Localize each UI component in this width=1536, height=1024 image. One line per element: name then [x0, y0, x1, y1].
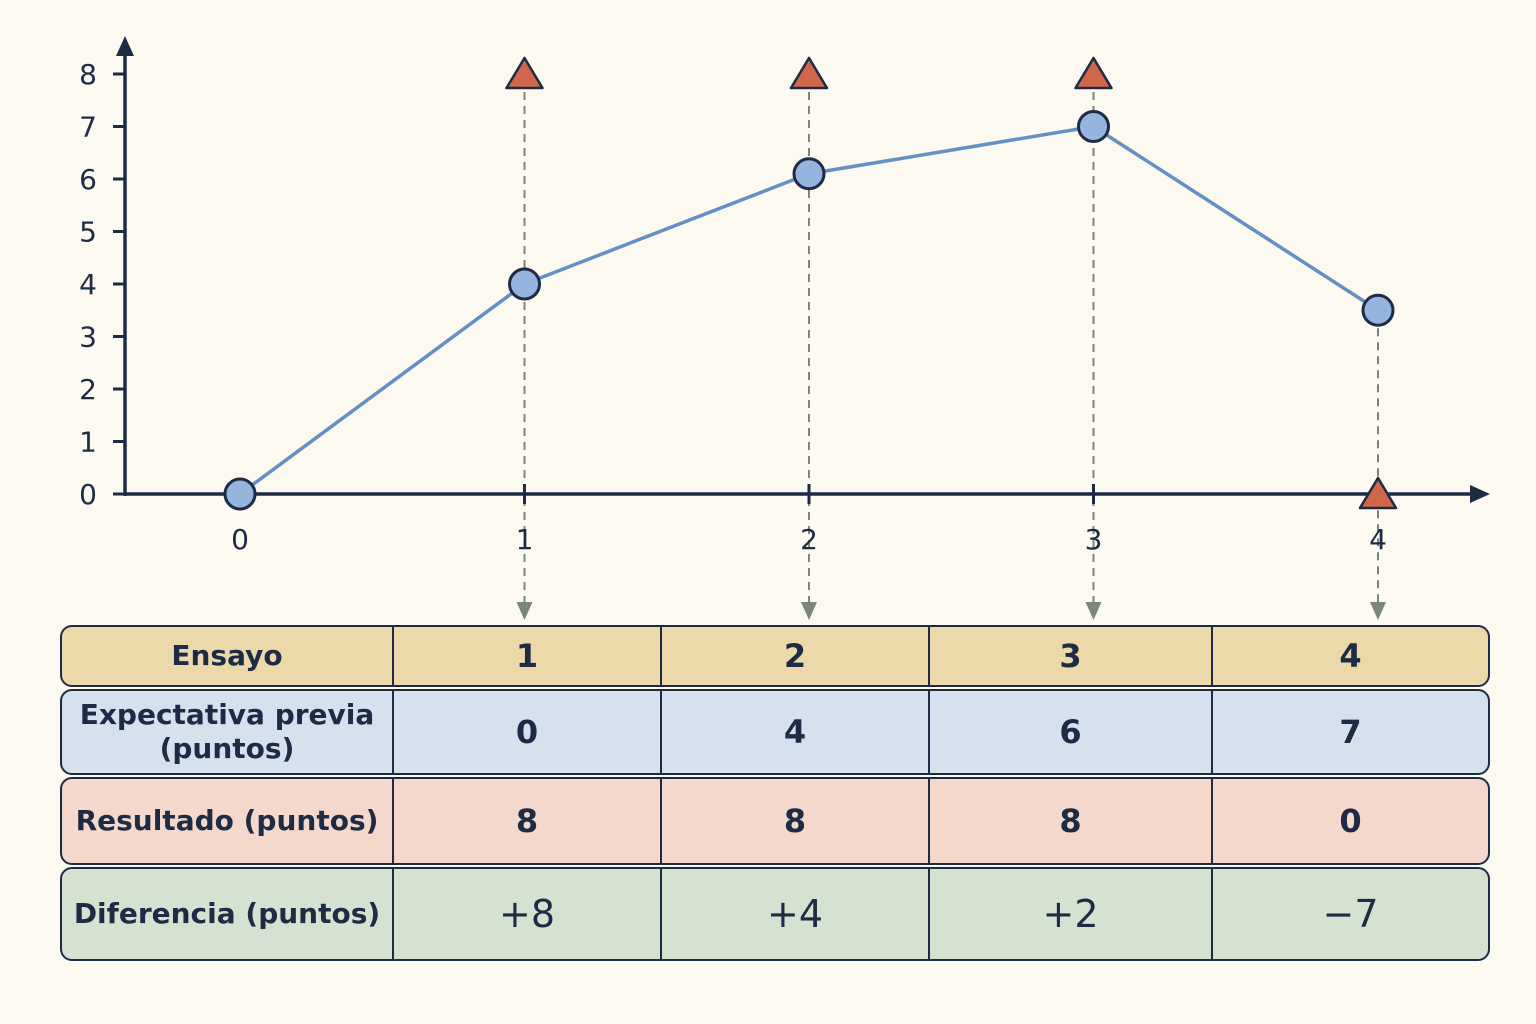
table-cell: +4 — [660, 869, 928, 959]
x-tick-label: 3 — [1085, 523, 1103, 556]
x-tick-label: 4 — [1369, 523, 1387, 556]
table-cell: +8 — [392, 869, 660, 959]
result-triangle-marker — [505, 56, 544, 90]
expectation-series — [223, 110, 1395, 511]
result-triangle-marker — [1074, 56, 1113, 90]
x-tick-label: 2 — [800, 523, 818, 556]
table-cell: 0 — [1211, 779, 1488, 863]
table-cell: 8 — [928, 779, 1211, 863]
axes: 0 1 2 3 4 5 6 7 8 0 1 2 3 4 — [79, 36, 1490, 556]
expectation-point — [223, 477, 257, 511]
result-series — [505, 56, 1398, 510]
table-cell: 1 — [392, 627, 660, 685]
row-label: Resultado (puntos) — [75, 804, 379, 838]
row-label: Expectativa previa (puntos) — [79, 698, 375, 765]
table-row-diferencia: Diferencia (puntos) +8 +4 +2 −7 — [60, 867, 1490, 961]
connector-arrowhead — [1085, 602, 1102, 620]
table-cell: 4 — [660, 691, 928, 773]
y-tick-label: 0 — [79, 478, 97, 511]
connector-arrowhead — [1370, 602, 1386, 620]
x-axis-arrowhead — [1470, 485, 1490, 503]
expectation-point — [1077, 110, 1110, 143]
table-cell: −7 — [1211, 869, 1488, 959]
y-tick-label: 6 — [79, 163, 97, 196]
result-triangle-marker — [789, 56, 829, 90]
x-tick-label: 1 — [516, 523, 534, 556]
table-cell: 8 — [392, 779, 660, 863]
expectation-point — [1361, 293, 1395, 327]
table-row-expectativa: Expectativa previa (puntos) 0 4 6 7 — [60, 689, 1490, 775]
y-tick-label: 7 — [79, 111, 97, 144]
x-tick-label: 0 — [231, 523, 249, 556]
table-cell: 0 — [392, 691, 660, 773]
table-cell: 2 — [660, 627, 928, 685]
y-tick-label: 1 — [79, 426, 97, 459]
expectation-point — [508, 267, 541, 301]
table-cell: 3 — [928, 627, 1211, 685]
result-triangle-marker — [1358, 476, 1398, 510]
y-tick-label: 8 — [79, 58, 97, 91]
y-axis-arrowhead — [116, 36, 134, 56]
table-row-resultado: Resultado (puntos) 8 8 8 0 — [60, 777, 1490, 865]
expectation-point — [792, 157, 826, 191]
expectation-chart: 0 1 2 3 4 5 6 7 8 0 1 2 3 4 — [79, 36, 1490, 620]
y-tick-label: 2 — [79, 373, 97, 406]
table-cell: 8 — [660, 779, 928, 863]
table-cell: 7 — [1211, 691, 1488, 773]
connector-arrowhead — [516, 602, 533, 620]
table-cell: 4 — [1211, 627, 1488, 685]
row-label: Diferencia (puntos) — [73, 897, 381, 931]
y-tick-label: 5 — [79, 216, 97, 249]
table-row-ensayo: Ensayo 1 2 3 4 — [60, 625, 1490, 687]
connector-arrowhead — [801, 602, 817, 620]
y-tick-label: 4 — [79, 268, 97, 301]
table-cell: +2 — [928, 869, 1211, 959]
table-cell: 6 — [928, 691, 1211, 773]
row-label: Ensayo — [171, 639, 283, 673]
y-tick-label: 3 — [79, 321, 97, 354]
connector-lines — [516, 92, 1386, 620]
